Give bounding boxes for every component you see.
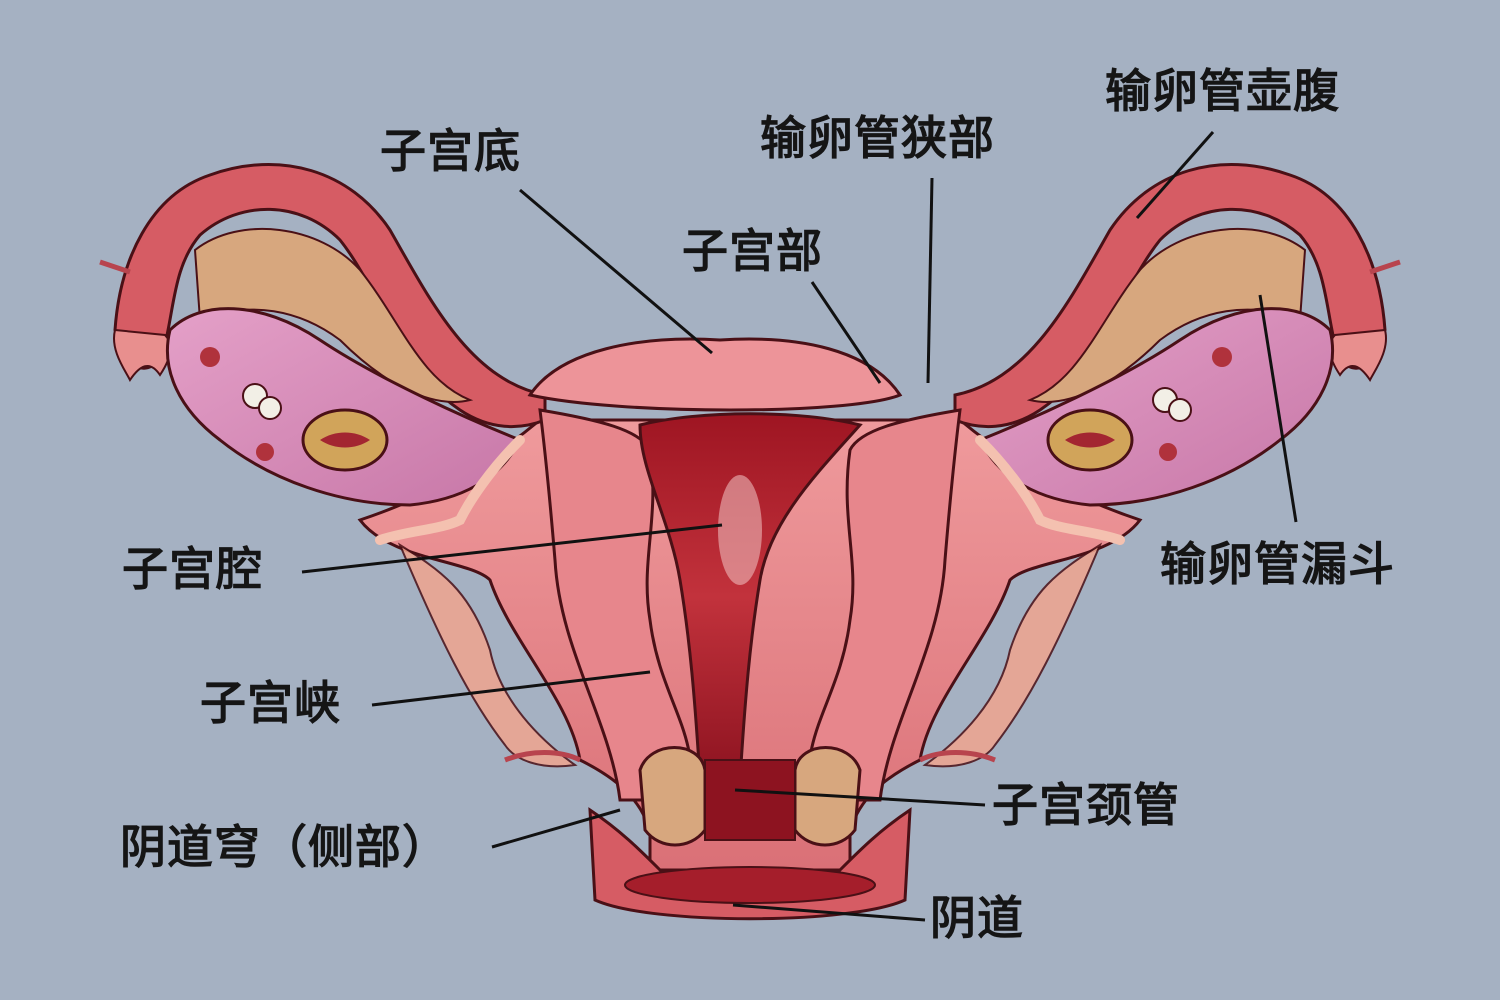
mesosalpinx-left [193,227,474,403]
cervix [638,746,707,847]
fimbriae-left [113,328,172,382]
broad-ligament-right [922,542,1103,768]
leader-fornix [491,808,621,849]
uterine-cavity-shape [638,412,863,782]
broad-ligament-left [397,542,578,768]
leader-infundibulum [1258,294,1298,523]
leader-fundus [519,188,713,355]
vessel-right [918,750,996,763]
follicle-right-b [1168,398,1192,422]
label-isthmus-uterus: 子宫峡 [200,676,341,730]
ligament-stub-right [1369,259,1401,275]
label-cavity: 子宫腔 [122,542,263,596]
label-fundus: 子宫底 [380,124,521,178]
uterine-wall-right [806,408,962,802]
label-uterine-part: 子宫部 [682,224,823,278]
mesosalpinx-right [1026,227,1307,403]
ligament-stub-left [99,259,131,275]
vessel-left [504,750,582,763]
fimbriae-right [1328,328,1387,382]
label-ampulla: 输卵管壶腹 [1105,64,1340,118]
leader-isthmus-tube [926,177,934,384]
leader-cervical-canal [734,788,986,807]
label-infundibulum: 输卵管漏斗 [1160,537,1395,591]
label-isthmus-tube: 输卵管狭部 [760,111,995,165]
label-cervical-canal: 子宫颈管 [992,778,1180,832]
label-fornix: 阴道穹（侧部） [120,820,449,874]
follicle-left-d [256,443,274,461]
cervical-canal-shape [704,759,796,841]
follicle-right-c [1212,347,1232,367]
label-vagina: 阴道 [930,891,1024,945]
leader-cavity [301,523,723,574]
follicle-left-c [200,347,220,367]
leader-ampulla [1135,131,1215,219]
cavity-highlight [718,475,762,585]
leader-lines [301,131,1298,922]
round-ligament-left [375,435,525,545]
leader-uterine-part [810,281,882,384]
corpus-luteum-right-core [1065,432,1115,448]
vaginal-opening [624,866,876,904]
round-ligament-right [975,435,1125,545]
follicle-right-d [1159,443,1177,461]
uterine-fundus [527,337,903,412]
leader-vagina [732,903,926,922]
follicle-left-b [258,396,282,420]
leader-isthmus-uterus [371,670,651,707]
corpus-luteum-left-core [320,432,370,448]
